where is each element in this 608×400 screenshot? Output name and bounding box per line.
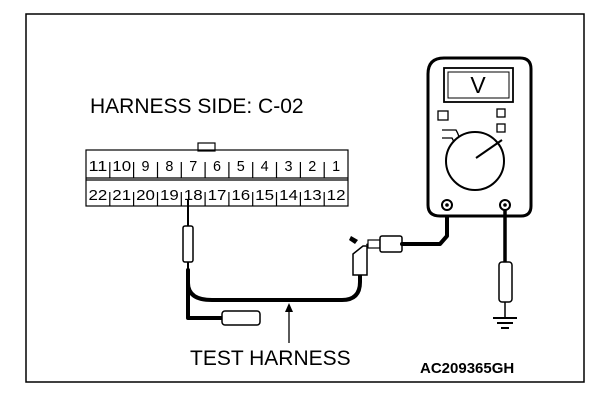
terminal-3-label: 3 [285,158,293,175]
terminal-18-label: 18 [184,187,203,204]
clip-joint [367,239,381,249]
test-harness-arrow [285,303,293,343]
clip-jaw-upper [349,236,358,244]
meter-display [447,71,510,99]
terminal-7-label: 7 [189,158,197,175]
meter-lead-plug [379,235,403,253]
terminal-9-label: 9 [142,158,150,175]
positive-meter-lead [400,206,449,246]
meter-button-top [496,108,506,118]
terminal-12-label: 12 [327,187,346,204]
terminal-20-label: 20 [136,187,155,204]
terminal-15-label: 15 [255,187,274,204]
harness-side-title: HARNESS SIDE: C-02 [90,95,304,118]
terminal-16-label: 16 [231,187,250,204]
terminal-6-label: 6 [213,158,221,175]
figure-frame [25,13,585,383]
terminal-11-label: 11 [89,158,108,175]
test-harness-wire [186,270,362,302]
terminal-13-label: 13 [303,187,322,204]
figure-code: AC209365GH [420,360,514,377]
meter-indicator-square [437,110,449,121]
meter-display-unit: V [470,72,486,98]
connector-lock-tab [197,142,216,152]
multimeter: V [426,56,533,218]
terminal-14-label: 14 [279,187,298,204]
test-harness-label: TEST HARNESS [190,347,351,370]
ground-probe-handle [498,261,513,303]
terminal-8-label: 8 [165,158,173,175]
alligator-clip [349,235,403,276]
test-harness-connector [221,310,261,326]
terminal-1-label: 1 [332,158,340,175]
meter-button-bottom [496,123,506,133]
terminal-2-label: 2 [308,158,316,175]
terminal-5-label: 5 [237,158,245,175]
clip-body [352,245,368,276]
meter-dial-pointer [475,139,503,159]
terminal-19-label: 19 [160,187,179,204]
probe-pin-18 [182,200,194,270]
terminal-21-label: 21 [112,187,131,204]
terminal-17-label: 17 [208,187,227,204]
meter-terminal-negative-core [503,203,507,207]
probe-handle [182,225,194,263]
terminal-22-label: 22 [89,187,108,204]
meter-terminal-positive-core [445,203,449,207]
ground-icon [493,317,517,329]
terminal-4-label: 4 [261,158,269,175]
meter-selector-dial [445,131,505,191]
terminal-10-label: 10 [112,158,131,175]
